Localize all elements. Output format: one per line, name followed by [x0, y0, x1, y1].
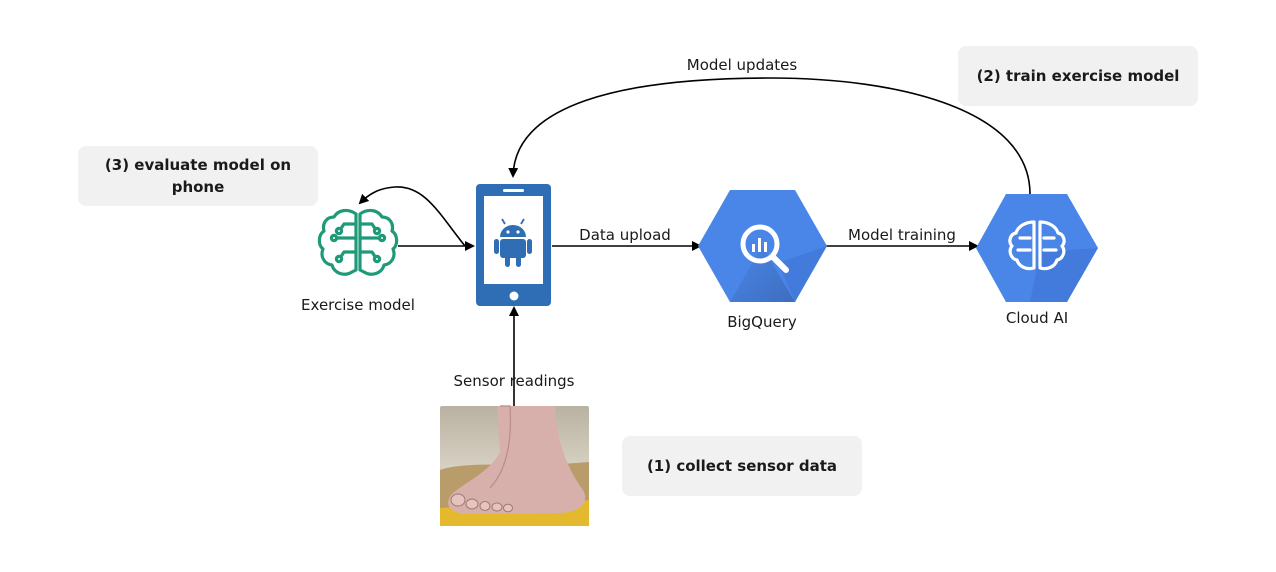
data-upload-label: Data upload [579, 226, 671, 244]
foot-photo [440, 405, 589, 526]
android-icon [494, 218, 532, 267]
exercise-model-label: Exercise model [301, 296, 415, 314]
bigquery-label: BigQuery [727, 313, 797, 331]
cloud-ai-label: Cloud AI [1005, 309, 1069, 327]
model-updates-arrow [508, 77, 1031, 195]
step-train-label: (2) train exercise model [976, 67, 1180, 85]
model-updates-label: Model updates [686, 56, 798, 74]
step-evaluate-box: (3) evaluate model on phone [78, 146, 318, 206]
step-collect-box: (1) collect sensor data [622, 436, 862, 496]
step-evaluate-label: (3) evaluate model on phone [104, 156, 292, 196]
evaluate-loop-arrow [358, 186, 466, 247]
brain-icon [317, 208, 399, 276]
model-training-label: Model training [848, 226, 956, 244]
cloud-ai-icon [976, 194, 1098, 302]
step-train-box: (2) train exercise model [958, 46, 1198, 106]
bigquery-icon [698, 190, 827, 302]
sensor-readings-label: Sensor readings [453, 372, 575, 390]
step-collect-label: (1) collect sensor data [646, 457, 838, 475]
